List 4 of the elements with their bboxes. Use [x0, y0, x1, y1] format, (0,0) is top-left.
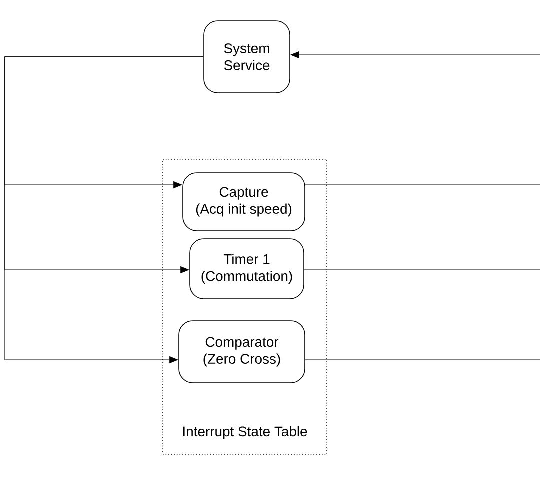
process-box: Capture (Acq init speed)	[182, 172, 306, 232]
process-box: System Service	[204, 20, 290, 94]
process-box: Comparator (Zero Cross)	[178, 320, 306, 384]
process-box: Timer 1 (Commutation)	[190, 238, 304, 300]
